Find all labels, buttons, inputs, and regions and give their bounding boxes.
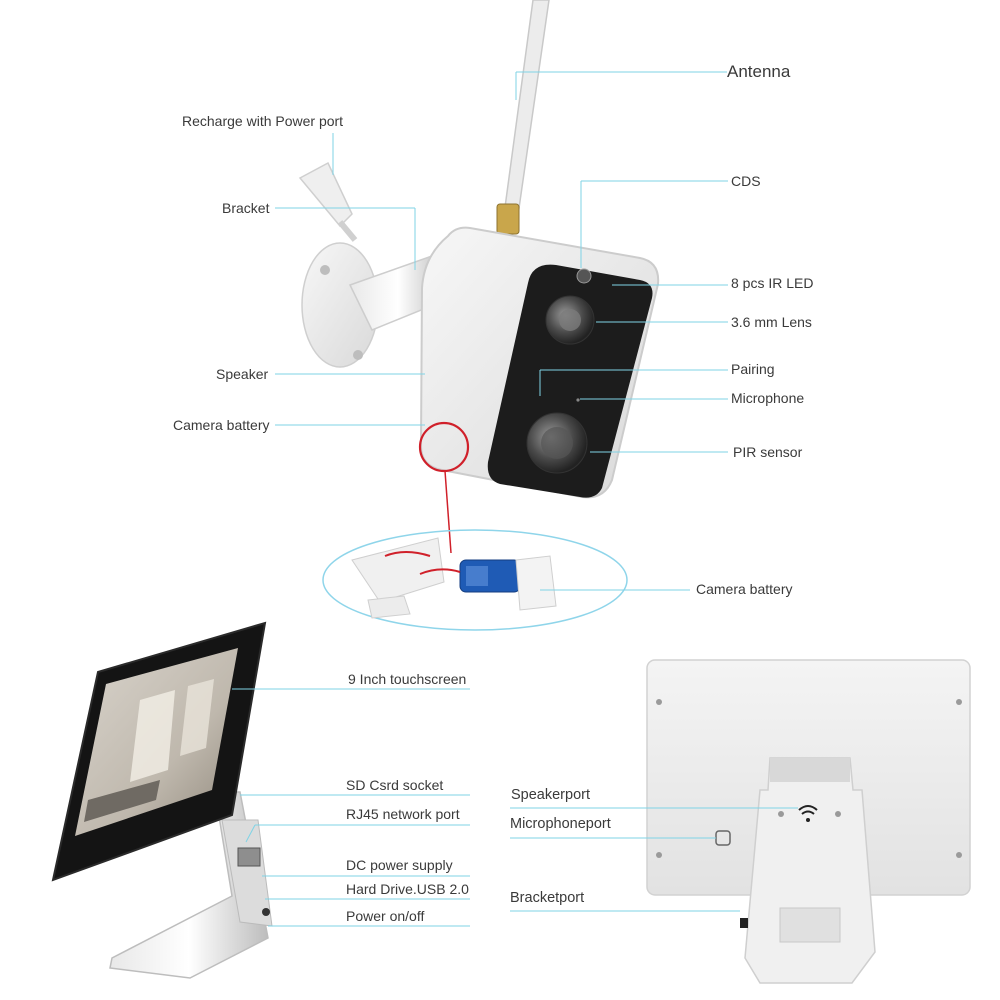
label-power: Power on/off [346,908,425,924]
camera-illustration [298,0,660,554]
leader-lines [232,71,798,927]
label-rj45: RJ45 network port [346,806,460,822]
battery-detail-ellipse [322,529,628,631]
monitor-back [646,659,971,984]
back-stand [744,757,876,984]
label-pir-sensor: PIR sensor [733,444,803,460]
label-cds: CDS [731,173,761,189]
label-bracketport: Bracketport [510,890,585,906]
label-lens: 3.6 mm Lens [731,314,812,330]
label-bracket: Bracket [222,200,270,216]
label-sd-socket: SD Csrd socket [346,777,444,793]
label-microphone: Microphone [731,390,805,406]
label-recharge-port: Recharge with Power port [182,113,344,129]
wifi-icon [798,805,818,815]
label-camera-battery-detail: Camera battery [696,581,793,597]
antenna-base [496,203,520,235]
label-ir-led: 8 pcs IR LED [731,275,814,291]
label-pairing: Pairing [731,361,775,377]
label-dc-power: DC power supply [346,857,453,873]
label-microphoneport: Microphoneport [510,816,611,832]
label-camera-battery: Camera battery [173,417,270,433]
microphone-hole [576,398,580,402]
monitor-front [51,621,273,979]
battery-highlight-circle [418,421,470,473]
antenna-rod [502,0,550,223]
label-touchscreen: 9 Inch touchscreen [348,671,467,687]
label-antenna: Antenna [727,62,791,81]
cds-sensor [576,268,592,284]
label-speakerport: Speakerport [511,787,590,803]
label-hard-drive: Hard Drive.USB 2.0 [346,881,469,897]
label-speaker: Speaker [216,366,269,382]
battery-detail [322,529,628,631]
power-plug [298,161,353,228]
